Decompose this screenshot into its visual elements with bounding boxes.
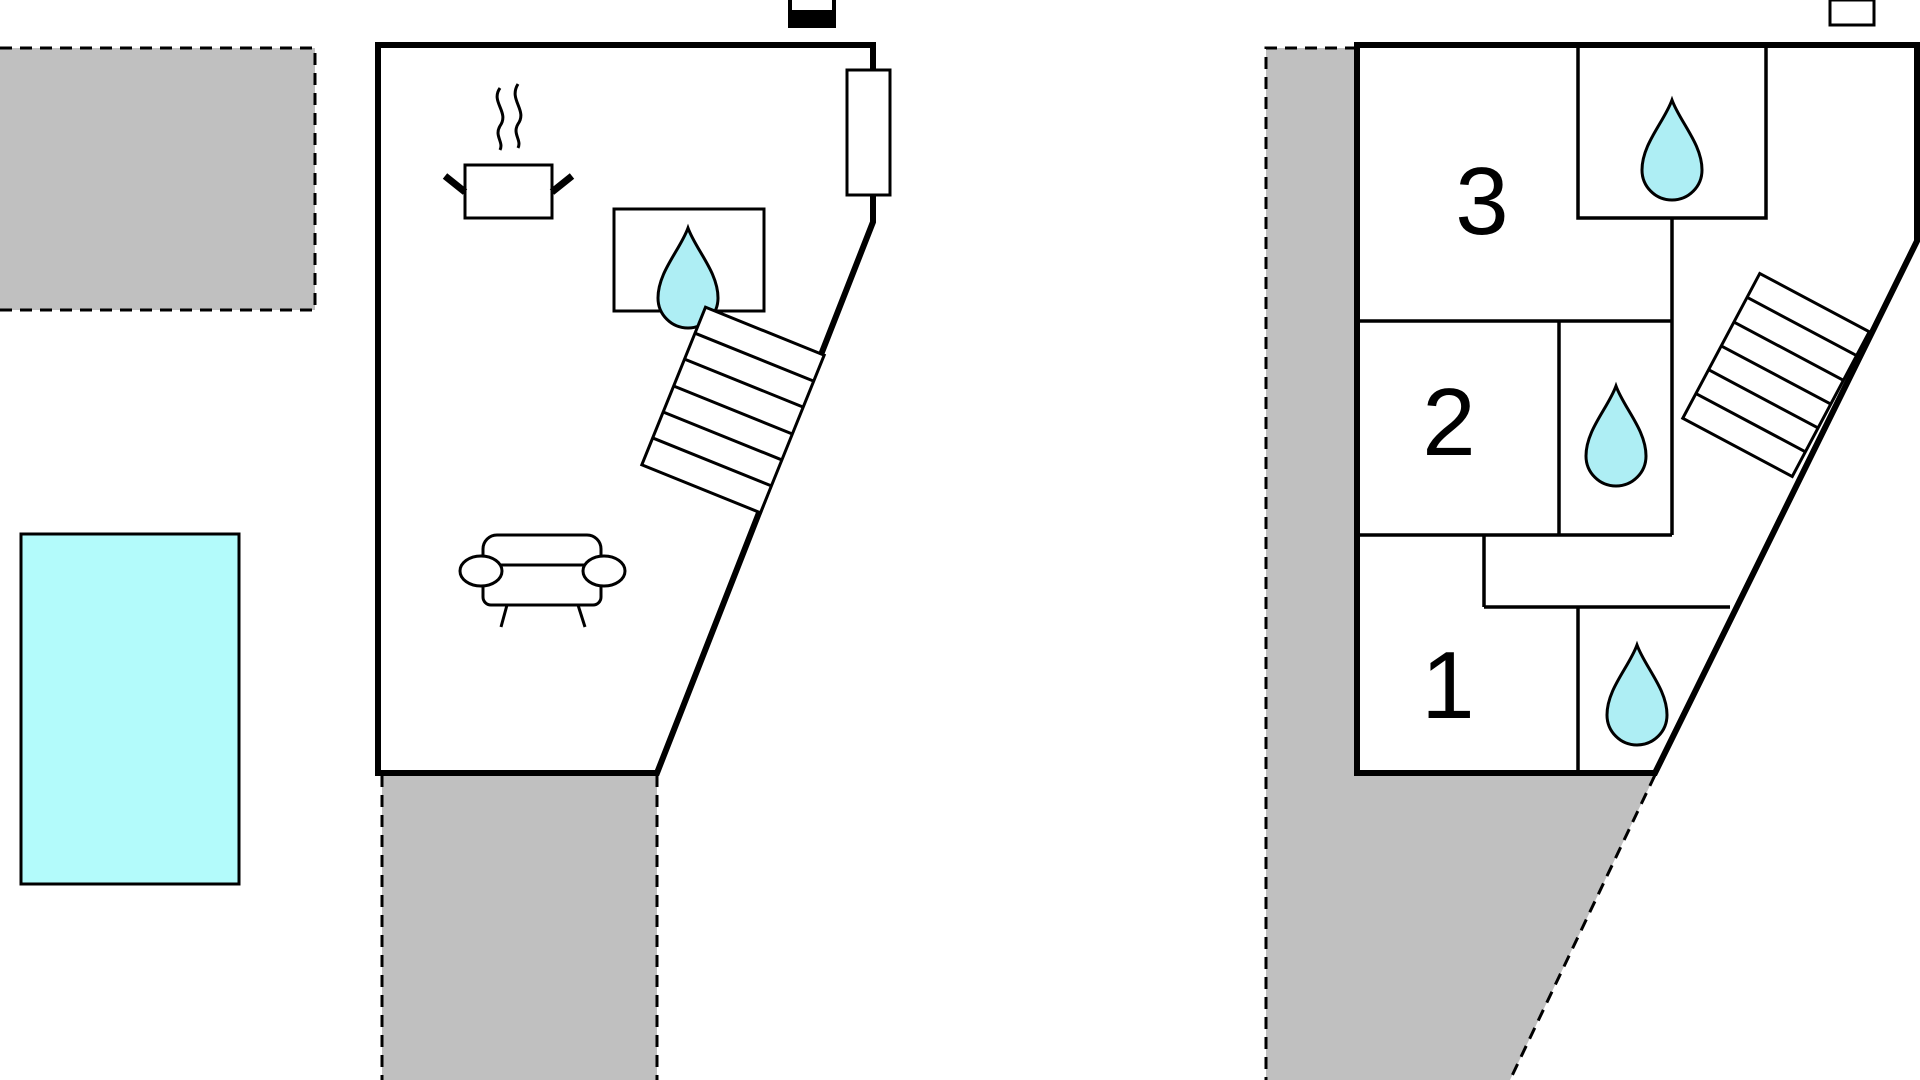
- room-number-3: 3: [1455, 148, 1508, 255]
- terrace-top-left-edge: [0, 46, 317, 312]
- sofa-icon: [458, 533, 627, 628]
- room-number-1: 1: [1421, 632, 1474, 739]
- cooking-pot-icon: [442, 83, 575, 220]
- upper-floor-walls: [1354, 42, 1920, 776]
- stairs-icon: [1680, 271, 1872, 479]
- upper-floor: 3 2 1: [1354, 0, 1920, 776]
- ground-floor: [375, 0, 892, 776]
- terrace-bottom: [382, 775, 657, 1080]
- terrace-right: [1266, 48, 1655, 1080]
- window-icon: [845, 68, 892, 197]
- terrace-right-edge: [1264, 46, 1657, 1080]
- door-icon: [1828, 0, 1876, 27]
- interior-walls: [1360, 47, 1768, 771]
- pool: [19, 532, 241, 886]
- terrace-bottom-edge: [380, 775, 659, 1080]
- stairs-icon: [639, 305, 827, 515]
- outdoor-area: [0, 46, 1657, 1080]
- bathroom-ground: [612, 207, 766, 330]
- terrace-top-left: [0, 48, 315, 310]
- room-number-2: 2: [1422, 369, 1475, 476]
